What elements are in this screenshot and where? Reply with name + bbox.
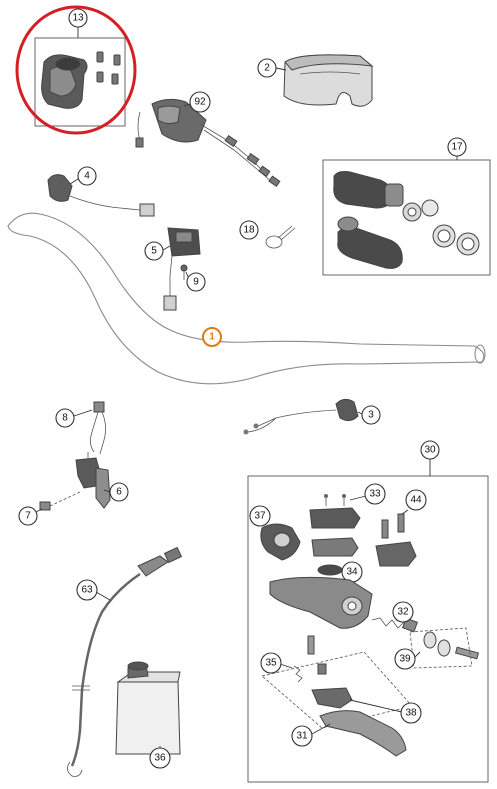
callout-13: 13 xyxy=(68,8,88,28)
part-2-bar-pad xyxy=(283,54,374,107)
master-cylinder-body xyxy=(269,576,373,629)
callout-38-label: 38 xyxy=(405,708,417,719)
callout-35: 35 xyxy=(260,652,282,674)
callout-8-label: 8 xyxy=(62,413,68,424)
part-4-kill-switch xyxy=(47,174,155,217)
part-30-frame xyxy=(247,475,489,783)
callout-31-label: 31 xyxy=(296,731,308,742)
callout-8: 8 xyxy=(55,408,75,428)
callout-32-label: 32 xyxy=(397,607,409,618)
callout-6-label: 6 xyxy=(116,487,122,498)
callout-37-label: 37 xyxy=(254,511,266,522)
part-37-clamp xyxy=(260,523,301,561)
callout-30: 30 xyxy=(420,440,440,460)
callout-33: 33 xyxy=(364,483,386,505)
part-36-fluid-can xyxy=(115,661,181,755)
callout-17-label: 17 xyxy=(451,142,463,153)
callout-37: 37 xyxy=(249,505,271,527)
part-38-adjuster xyxy=(311,687,353,709)
callout-13-label: 13 xyxy=(72,13,84,24)
part-6-bracket xyxy=(75,452,111,509)
part-1-handlebar xyxy=(7,212,486,385)
callout-9: 9 xyxy=(186,272,206,292)
callout-92-label: 92 xyxy=(194,97,206,108)
callout-63-label: 63 xyxy=(81,585,93,596)
callout-4-label: 4 xyxy=(84,171,90,182)
callout-7-label: 7 xyxy=(25,511,31,522)
callout-30-label: 30 xyxy=(424,445,436,456)
callout-36: 36 xyxy=(149,747,171,769)
callout-3-label: 3 xyxy=(368,410,374,421)
callout-1-label: 1 xyxy=(209,332,215,343)
callout-36-label: 36 xyxy=(154,753,166,764)
part-35-pin xyxy=(293,635,327,683)
callout-1: 1 xyxy=(202,327,222,347)
callout-3: 3 xyxy=(361,405,381,425)
part-8-sensor xyxy=(90,401,106,455)
callout-18-label: 18 xyxy=(243,225,255,236)
part-9-screw xyxy=(180,264,188,280)
callout-44-label: 44 xyxy=(410,495,422,506)
callout-39-label: 39 xyxy=(399,654,411,665)
callout-39: 39 xyxy=(394,648,416,670)
part-32-piston xyxy=(371,617,418,633)
part-7-bolt xyxy=(39,491,81,511)
callout-7: 7 xyxy=(18,506,38,526)
part-17-grips xyxy=(333,171,480,269)
callout-9-label: 9 xyxy=(193,277,199,288)
callout-2-label: 2 xyxy=(264,63,270,74)
part-39-seals xyxy=(409,627,480,669)
part-18-cable-tie xyxy=(265,225,296,249)
callout-31: 31 xyxy=(291,725,313,747)
callout-34-label: 34 xyxy=(346,567,358,578)
highlight-ring-13 xyxy=(15,5,137,135)
callout-32: 32 xyxy=(392,601,414,623)
part-13-screws xyxy=(96,51,121,85)
part-13-frame xyxy=(34,37,126,127)
part-17-frame xyxy=(322,159,491,276)
part-63-clutch-hose xyxy=(67,546,183,777)
callout-6: 6 xyxy=(109,482,129,502)
part-44-clamp xyxy=(375,513,417,567)
callout-2: 2 xyxy=(257,58,277,78)
callout-92: 92 xyxy=(189,91,211,113)
callout-18: 18 xyxy=(239,220,259,240)
callout-35-label: 35 xyxy=(265,658,277,669)
callout-34: 34 xyxy=(341,561,363,583)
callout-38: 38 xyxy=(400,702,422,724)
part-33-cover xyxy=(309,494,361,557)
part-13-throttle-housing xyxy=(34,37,126,127)
part-3-hot-start xyxy=(243,398,359,435)
part-34-diaphragm xyxy=(317,564,343,576)
callout-33-label: 33 xyxy=(369,489,381,500)
callout-5: 5 xyxy=(144,241,164,261)
callout-44: 44 xyxy=(405,489,427,511)
part-5-switch xyxy=(163,227,201,311)
callout-17: 17 xyxy=(447,137,467,157)
part-31-clutch-lever xyxy=(319,710,407,757)
part-92-throttle-cables xyxy=(135,98,281,188)
callout-63: 63 xyxy=(76,579,98,601)
callout-4: 4 xyxy=(77,166,97,186)
callout-5-label: 5 xyxy=(151,246,157,257)
